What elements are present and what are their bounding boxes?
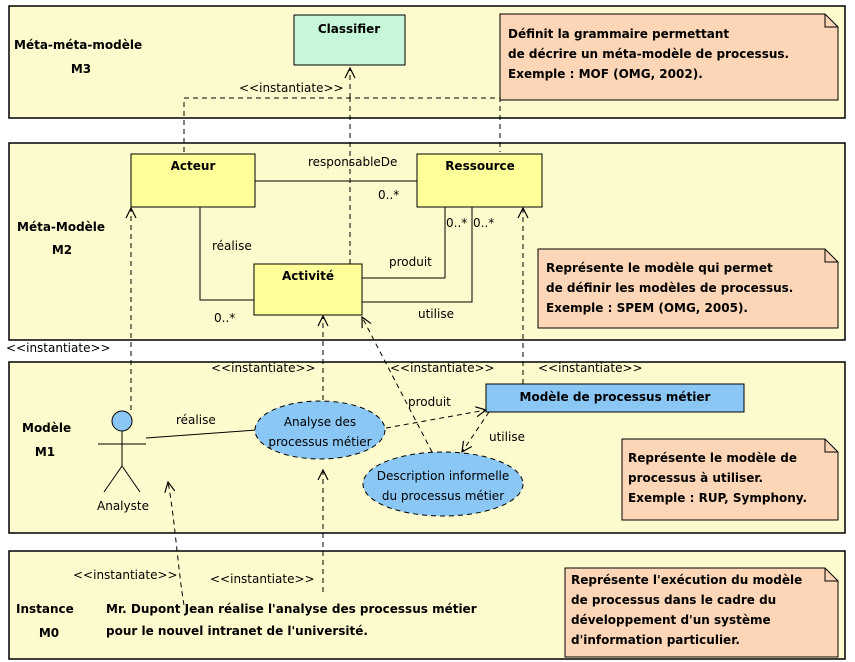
instantiate-m0-to-analyste xyxy=(168,482,185,606)
m3-layer-name: Méta-méta-modèle xyxy=(14,38,142,52)
produit-multiplicity: 0..* xyxy=(446,216,467,230)
note-m2-line-3: Exemple : SPEM (OMG, 2005). xyxy=(546,301,748,315)
instantiate-description-to-activite xyxy=(362,317,433,453)
usecase-analyse-line-2: processus métier xyxy=(268,435,371,449)
analyste-head xyxy=(111,410,133,432)
instantiate-label-m1-m2: <<instantiate>> xyxy=(6,341,111,355)
responsable-de-label: responsableDe xyxy=(308,155,397,169)
note-m3-line-2: de décrire un méta-modèle de processus. xyxy=(508,47,789,61)
modele-processus-class: Modèle de processus métier xyxy=(485,383,745,413)
m2-layer-code: M2 xyxy=(52,243,72,257)
instantiate-label-m0-analyse: <<instantiate>> xyxy=(210,572,315,586)
note-m2-line-2: de définir les modèles de processus. xyxy=(546,281,793,295)
produit-dependency-m1 xyxy=(385,410,486,429)
acteur-class: Acteur xyxy=(130,153,256,208)
usecase-description: Description informelle du processus méti… xyxy=(362,451,524,517)
note-m1-line-3: Exemple : RUP, Symphony. xyxy=(628,491,807,505)
realise-association-m1 xyxy=(145,429,257,439)
usecase-description-line-2: du processus métier xyxy=(382,489,504,503)
analyste-name: Analyste xyxy=(97,499,149,513)
instance-text-line-1: Mr. Dupont Jean réalise l'analyse des pr… xyxy=(106,602,477,616)
usecase-analyse: Analyse des processus métier xyxy=(254,400,386,460)
note-m1: Représente le modèle de processus à util… xyxy=(621,438,839,521)
note-m0-line-1: Représente l'exécution du modèle xyxy=(571,573,802,587)
m0-layer-code: M0 xyxy=(39,626,59,640)
produit-label-m1: produit xyxy=(408,395,451,409)
instantiate-m3-label: <<instantiate>> xyxy=(239,81,344,95)
instantiate-label-analyse: <<instantiate>> xyxy=(211,361,316,375)
utilise-dependency-m1 xyxy=(462,411,490,452)
instantiate-label-modele: <<instantiate>> xyxy=(538,361,643,375)
note-m2: Représente le modèle qui permet de défin… xyxy=(537,248,839,329)
ressource-name: Ressource xyxy=(445,159,515,173)
produit-association-m2 xyxy=(362,207,446,279)
realise-label-m2: réalise xyxy=(212,239,252,253)
m3-layer-code: M3 xyxy=(71,62,91,76)
utilise-multiplicity: 0..* xyxy=(473,216,494,230)
utilise-label-m2: utilise xyxy=(418,307,454,321)
classifier-name: Classifier xyxy=(318,22,380,36)
m1-layer-name: Modèle xyxy=(22,421,71,435)
usecase-analyse-line-1: Analyse des xyxy=(284,415,356,429)
activite-class: Activité xyxy=(253,263,363,316)
realise-multiplicity: 0..* xyxy=(214,311,235,325)
modele-processus-name: Modèle de processus métier xyxy=(520,390,711,404)
acteur-name: Acteur xyxy=(171,159,216,173)
instantiate-m2-to-m3 xyxy=(183,97,501,152)
note-m3-line-1: Définit la grammaire permettant xyxy=(508,27,729,41)
analyste-actor: Analyste xyxy=(97,410,149,513)
note-m2-line-1: Représente le modèle qui permet xyxy=(546,261,773,275)
note-m1-line-2: processus à utiliser. xyxy=(628,471,763,485)
ressource-class: Ressource xyxy=(416,153,543,208)
instantiate-label-m0-analyste: <<instantiate>> xyxy=(73,568,178,582)
m0-layer-name: Instance xyxy=(16,602,74,616)
note-m3-line-3: Exemple : MOF (OMG, 2002). xyxy=(508,67,703,81)
responsable-de-multiplicity: 0..* xyxy=(378,188,399,202)
note-m0: Représente l'exécution du modèle de proc… xyxy=(564,567,839,658)
instance-text-line-2: pour le nouvel intranet de l'université. xyxy=(106,624,368,638)
note-m0-line-4: d'information particulier. xyxy=(571,633,740,647)
note-m0-line-2: de processus dans le cadre du xyxy=(571,593,776,607)
m2-layer-name: Méta-Modèle xyxy=(17,220,105,234)
realise-label-m1: réalise xyxy=(176,413,216,427)
utilise-label-m1: utilise xyxy=(489,430,525,444)
note-m0-line-3: développement d'un système xyxy=(571,613,771,627)
usecase-description-line-1: Description informelle xyxy=(377,469,510,483)
realise-association-m2 xyxy=(199,207,254,301)
utilise-association-m2 xyxy=(362,207,473,303)
activite-name: Activité xyxy=(282,269,334,283)
m1-layer-code: M1 xyxy=(35,445,55,459)
note-m3: Définit la grammaire permettant de décri… xyxy=(499,13,839,101)
classifier-class: Classifier xyxy=(293,14,406,66)
instantiate-label-description: <<instantiate>> xyxy=(390,361,495,375)
produit-label-m2: produit xyxy=(389,255,432,269)
note-m1-line-1: Représente le modèle de xyxy=(628,451,797,465)
